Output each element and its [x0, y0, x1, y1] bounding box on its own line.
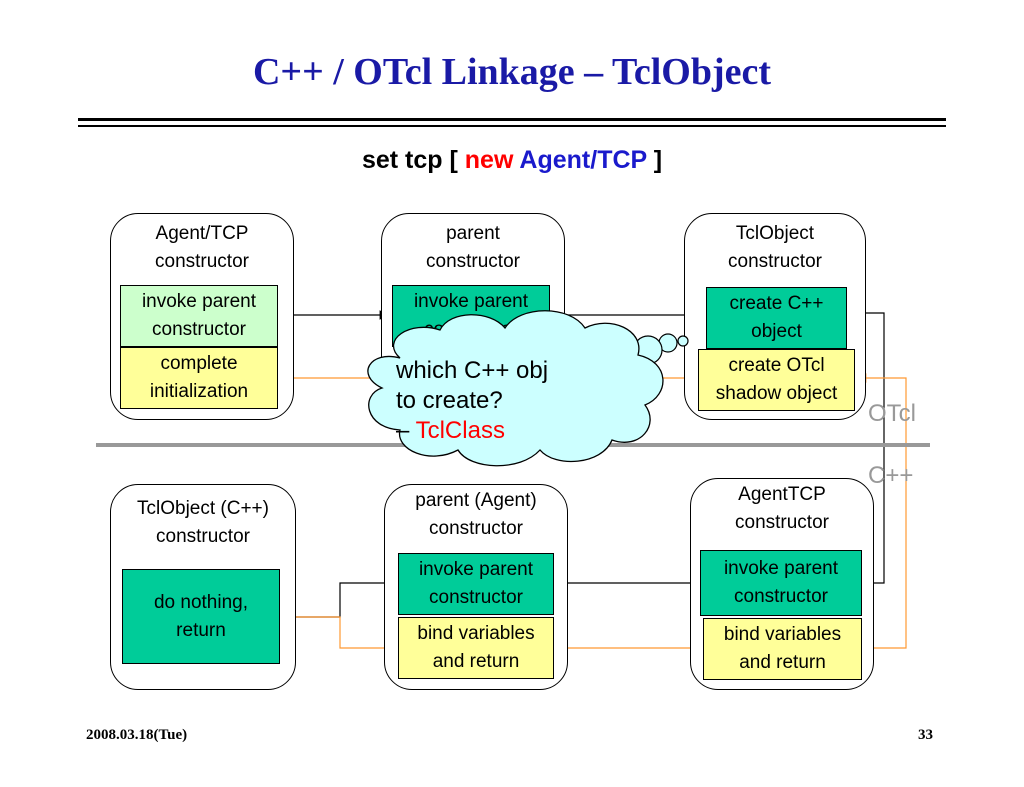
cmd-new: new — [464, 146, 514, 174]
cmd-agent: Agent/TCP — [519, 146, 647, 174]
step-create-cpp-object: create C++ object — [706, 287, 847, 349]
step-text: create OTcl — [728, 355, 825, 376]
step-text: object — [751, 321, 802, 342]
page-number: 33 — [918, 727, 933, 743]
cloud-body — [367, 310, 664, 467]
title-rule-top — [78, 118, 946, 121]
cloud-bubble — [677, 335, 689, 347]
thought-cloud — [367, 310, 689, 467]
cloud-line: – TclClass — [396, 416, 548, 446]
title-rule-bottom — [78, 125, 946, 127]
step-text: invoke parent — [413, 291, 529, 312]
step-text: initialization — [149, 381, 249, 402]
cloud-text: which C++ obj to create? – TclClass — [396, 356, 548, 446]
box-caption: AgentTCP — [738, 484, 826, 505]
box-caption: TclObject — [735, 223, 815, 244]
step-text: invoke parent — [723, 558, 839, 579]
cpp-layer-label: C++ — [868, 462, 914, 489]
step-invoke-parent: invoke parent constructor — [120, 285, 278, 347]
return-tclobject-to-parent — [284, 616, 398, 653]
step-text: do nothing, — [153, 591, 249, 613]
step-invoke-parent: invoke parent constructor — [700, 550, 862, 616]
step-text: bind variables — [417, 623, 535, 644]
step-invoke-parent: invoke parent constructor — [398, 553, 554, 615]
cloud-line: to create? — [396, 387, 503, 414]
cloud-tclclass: TclClass — [415, 417, 505, 444]
step-bind-variables: bind variables and return — [398, 617, 554, 679]
box-caption: parent — [446, 223, 500, 244]
box-caption: constructor — [156, 526, 250, 547]
tcl-command: set tcp [ new Agent/TCP ] — [0, 146, 1024, 175]
step-text: invoke parent — [418, 559, 534, 580]
step-do-nothing: do nothing, return — [122, 569, 280, 664]
step-text: create C++ — [729, 293, 824, 314]
step-text: shadow object — [715, 383, 838, 404]
cloud-dash: – — [396, 417, 416, 444]
footer-date: 2008.03.18(Tue) — [86, 727, 188, 743]
box-caption: constructor — [155, 251, 249, 272]
step-text: constructor — [429, 587, 523, 608]
box-caption: constructor — [429, 518, 523, 539]
box-caption: constructor — [426, 251, 520, 272]
return-cpp-to-otcl — [856, 373, 907, 649]
step-bind-variables: bind variables and return — [703, 618, 862, 680]
otcl-layer-label: OTcl — [868, 400, 916, 427]
arrow-parent-to-tclobject-cpp — [282, 582, 398, 622]
box-caption: constructor — [728, 251, 822, 272]
step-complete-initialization: complete initialization — [120, 347, 278, 409]
step-create-otcl-shadow: create OTcl shadow object — [698, 349, 855, 411]
step-text: complete — [160, 353, 238, 374]
page-title: C++ / OTcl Linkage – TclObject — [252, 51, 771, 93]
box-caption: TclObject (C++) — [137, 498, 269, 519]
step-text: return — [176, 619, 226, 641]
step-text: and return — [739, 652, 826, 673]
step-text: invoke parent — [141, 291, 257, 312]
cmd-close: ] — [653, 146, 663, 174]
step-text: constructor — [152, 319, 246, 340]
box-caption: Agent/TCP — [155, 223, 249, 244]
box-caption: parent (Agent) — [415, 490, 537, 511]
step-text: constructor — [734, 586, 828, 607]
step-text: and return — [432, 651, 520, 672]
cloud-line: which C++ obj — [396, 357, 549, 384]
step-text: bind variables — [723, 624, 842, 645]
box-caption: constructor — [735, 512, 829, 533]
cmd-set: set tcp [ — [361, 146, 458, 174]
